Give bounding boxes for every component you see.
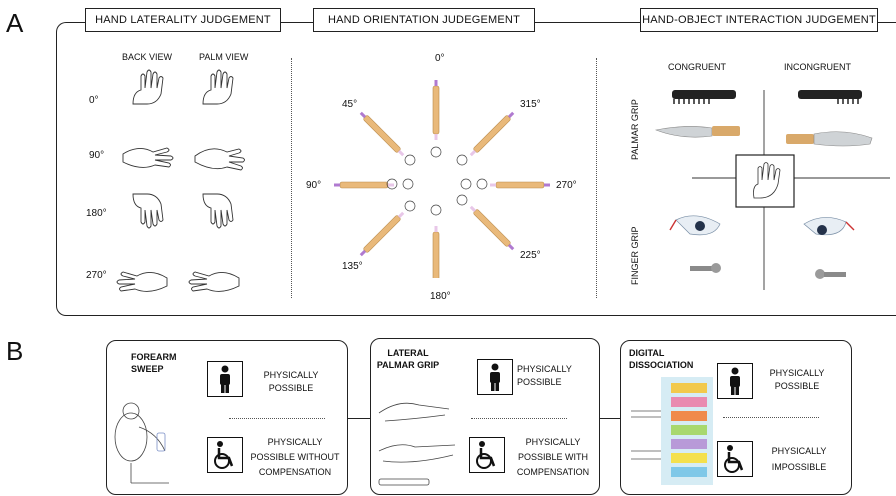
tape-dispenser-icon [803,217,855,236]
hand-sketch-icon [116,69,245,292]
rolling-pins [333,79,551,278]
panel-a-letter: A [6,8,24,38]
person-standing-icon [717,363,753,399]
angle-45: 45° [342,99,358,110]
lateral-grip-title: LATERAL PALMAR GRIP [376,348,440,370]
rolling-pin-icon [432,225,440,278]
connector-1 [346,418,370,419]
forearm-compensation-label: PHYSICALLY POSSIBLE WITHOUT COMPENSATION [250,437,340,477]
key-icon [690,263,721,273]
knife-icon [654,126,740,138]
back-view-label: BACK VIEW [122,52,173,62]
angle-180: 180° [430,291,451,302]
forearm-sweep-box: FOREARM SWEEP PHYSICALLY POSSIBLE PHYSIC… [106,340,348,495]
digital-separator [723,417,819,418]
digital-dissociation-figure [631,377,713,485]
lateral-separator [471,418,567,419]
rolling-pin-icon [489,181,551,189]
tape-dispenser-icon [669,215,721,236]
digital-possible-label: PHYSICALLY POSSIBLE [769,368,825,391]
forearm-separator [229,418,325,419]
palm-view-label: PALM VIEW [199,52,249,62]
rolling-pin-icon [333,181,395,189]
angle-315: 315° [520,99,541,110]
connector-2 [598,418,620,419]
rolling-pin-icon [468,204,516,252]
person-standing-icon [207,361,243,397]
digital-dissociation-box: DIGITAL DISSOCIATION PHYSICALLY POSSIBLE… [620,340,852,495]
finger-grip-label: FINGER GRIP [630,226,640,285]
laterality-row-90: 90° [89,150,105,161]
lateral-palmar-grip-box: LATERAL PALMAR GRIP PHYSICALLY POSSIBLE … [370,338,600,495]
laterality-hands [116,69,245,292]
angle-135: 135° [342,261,363,272]
rolling-pin-icon [358,210,406,258]
angle-270: 270° [556,180,577,191]
wheelchair-icon [469,437,505,473]
key-icon [815,269,846,279]
angle-225: 225° [520,250,541,261]
orientation-header: HAND ORIENTATION JUDEGEMENT [313,8,535,32]
wheelchair-icon [207,437,243,473]
panel-b-letter: B [6,336,24,366]
digital-impossible-label: PHYSICALLY IMPOSSIBLE [771,446,827,472]
forearm-sweep-title: FOREARM SWEEP [131,352,177,374]
hand-object-grid [654,90,890,290]
laterality-row-180: 180° [86,208,107,219]
comb-icon [672,90,736,104]
rolling-pin-icon [432,79,440,141]
comb-icon [798,90,862,104]
congruent-label: CONGRUENT [668,62,726,72]
digital-dissociation-title: DIGITAL DISSOCIATION [629,348,694,370]
lateral-grip-figure [378,402,456,486]
rolling-pin-icon [358,110,406,158]
laterality-row-270: 270° [86,270,107,281]
rolling-pin-icon [468,110,516,158]
forearm-sweep-figure [114,402,169,484]
divider-left [291,58,292,298]
palmar-grip-label: PALMAR GRIP [630,99,640,160]
person-standing-icon [477,359,513,395]
lateral-possible-label: PHYSICALLY POSSIBLE [517,364,572,387]
interaction-header: HAND-OBJECT INTERACTION JUDGEMENT [640,8,878,32]
angle-0: 0° [435,53,445,64]
forearm-possible-label: PHYSICALLY POSSIBLE [263,370,319,393]
hand-sketch-icon [753,162,781,199]
laterality-row-0: 0° [89,95,99,106]
wheelchair-icon [717,441,753,477]
laterality-header: HAND LATERALITY JUDGEMENT [85,8,281,32]
angle-90: 90° [306,180,322,191]
incongruent-label: INCONGRUENT [784,62,851,72]
knife-icon [786,131,873,147]
lateral-compensation-label: PHYSICALLY POSSIBLE WITH COMPENSATION [516,437,590,477]
divider-right [596,58,597,298]
